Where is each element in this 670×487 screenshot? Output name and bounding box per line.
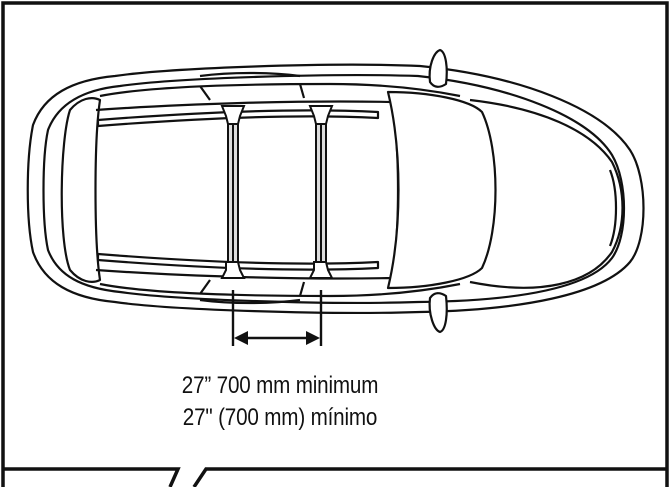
spacing-dimension [231, 290, 323, 346]
rear-window [60, 97, 102, 283]
arrow-right-icon [306, 331, 320, 345]
tower-rear-top [220, 105, 246, 125]
mirror-bottom [428, 292, 448, 334]
car-inner-outline [42, 74, 626, 304]
crossbars [220, 105, 334, 279]
spacing-caption-en: 27” 700 mm minimum [181, 372, 379, 399]
arrow-left-icon [234, 331, 248, 345]
crossbar-front [308, 105, 334, 279]
crossbar-rear [220, 105, 246, 279]
tower-rear-bottom [220, 261, 246, 279]
tower-front-bottom [308, 261, 334, 279]
mirror-top [428, 48, 448, 88]
spacing-caption-es: 27" (700 mm) mínimo [182, 404, 378, 431]
roof-rail-bottom [96, 252, 380, 271]
hood [469, 98, 624, 289]
car-top-view [26, 48, 645, 334]
windshield [386, 90, 497, 290]
roof-rail-top [96, 109, 380, 128]
tower-front-top [308, 105, 334, 125]
